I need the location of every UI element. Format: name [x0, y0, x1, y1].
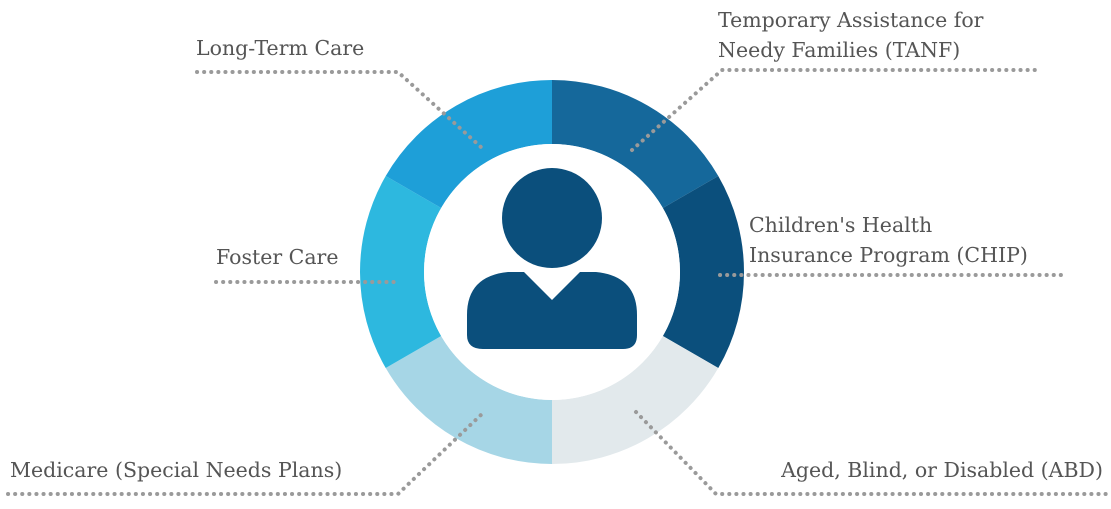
person-icon: [467, 168, 637, 349]
label-foster-line-1: Foster Care: [216, 245, 339, 269]
leader-line-ltc: [195, 70, 484, 150]
label-chip-line-1: Children's Health: [749, 213, 933, 237]
leader-lines: [6, 68, 1108, 496]
ring-segment-tanf: [552, 80, 719, 208]
label-medicare-line-1: Medicare (Special Needs Plans): [10, 458, 343, 482]
label-ltc: Long-Term Care: [196, 33, 364, 63]
leader-line-medicare: [6, 410, 486, 496]
label-chip: Children's Health Insurance Program (CHI…: [749, 210, 1028, 270]
ring-segment-chip: [662, 176, 744, 368]
ring-segments: [360, 80, 744, 464]
label-medicare: Medicare (Special Needs Plans): [10, 455, 342, 485]
ring-segment-ltc: [385, 80, 552, 208]
ring-segment-medicare: [385, 336, 552, 464]
label-tanf-line-2: Needy Families (TANF): [718, 38, 961, 62]
ring-segment-foster: [360, 176, 442, 368]
label-tanf: Temporary Assistance for Needy Families …: [718, 5, 983, 65]
ring-segment-abd: [552, 336, 719, 464]
label-chip-line-2: Insurance Program (CHIP): [749, 243, 1028, 267]
leader-line-abd: [634, 410, 1108, 496]
label-ltc-line-1: Long-Term Care: [196, 36, 365, 60]
label-tanf-line-1: Temporary Assistance for: [718, 8, 984, 32]
label-abd-line-1: Aged, Blind, or Disabled (ABD): [781, 458, 1103, 482]
leader-line-tanf: [630, 68, 1037, 152]
label-abd: Aged, Blind, or Disabled (ABD): [781, 455, 1103, 485]
label-foster: Foster Care: [216, 242, 339, 272]
